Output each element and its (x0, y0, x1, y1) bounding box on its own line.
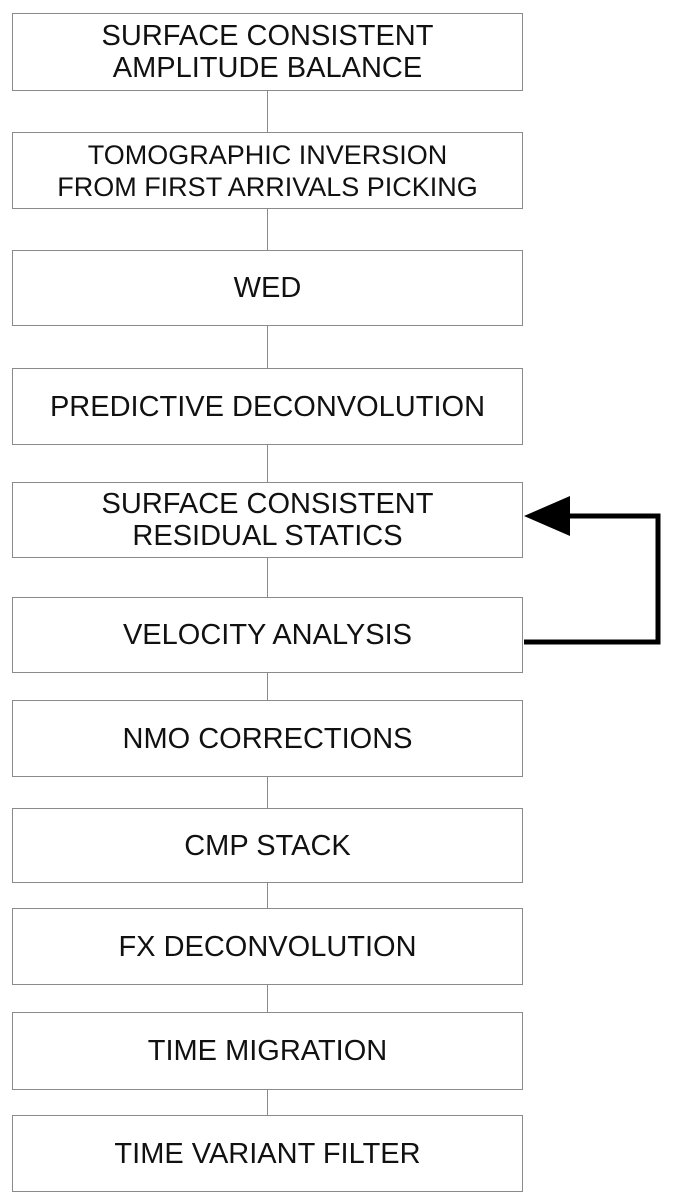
step-tomographic-inversion: TOMOGRAPHIC INVERSION FROM FIRST ARRIVAL… (12, 132, 523, 209)
connector-1 (267, 90, 268, 132)
step-label: TIME VARIANT FILTER (114, 1137, 421, 1170)
feedback-arrowhead (524, 496, 570, 536)
step-fx-deconvolution: FX DECONVOLUTION (12, 908, 523, 985)
connector-6 (267, 672, 268, 700)
step-label: NMO CORRECTIONS (122, 722, 413, 755)
step-label: VELOCITY ANALYSIS (122, 619, 413, 651)
step-time-variant-filter: TIME VARIANT FILTER (12, 1115, 523, 1192)
step-cmp-stack: CMP STACK (12, 808, 523, 883)
connector-2 (267, 208, 268, 250)
connector-5 (267, 557, 268, 597)
connector-9 (267, 984, 268, 1012)
step-label: SURFACE CONSISTENT RESIDUAL STATICS (101, 488, 434, 552)
step-label: FX DECONVOLUTION (118, 930, 417, 963)
step-surface-consistent-amplitude-balance: SURFACE CONSISTENT AMPLITUDE BALANCE (12, 13, 523, 91)
step-velocity-analysis: VELOCITY ANALYSIS (12, 597, 523, 673)
connector-4 (267, 444, 268, 482)
step-predictive-deconvolution: PREDICTIVE DECONVOLUTION (12, 368, 523, 445)
step-wed: WED (12, 250, 523, 326)
connector-7 (267, 776, 268, 808)
feedback-loop-line (524, 513, 661, 645)
step-label: TOMOGRAPHIC INVERSION FROM FIRST ARRIVAL… (57, 139, 478, 202)
connector-8 (267, 882, 268, 908)
step-label: CMP STACK (184, 829, 351, 862)
step-surface-consistent-residual-statics: SURFACE CONSISTENT RESIDUAL STATICS (12, 482, 523, 558)
step-time-migration: TIME MIGRATION (12, 1012, 523, 1090)
connector-3 (267, 325, 268, 368)
step-label: WED (233, 272, 302, 304)
step-label: PREDICTIVE DECONVOLUTION (49, 390, 486, 423)
step-label: TIME MIGRATION (147, 1035, 388, 1067)
connector-10 (267, 1089, 268, 1115)
step-label: SURFACE CONSISTENT AMPLITUDE BALANCE (101, 20, 434, 84)
step-nmo-corrections: NMO CORRECTIONS (12, 700, 523, 777)
